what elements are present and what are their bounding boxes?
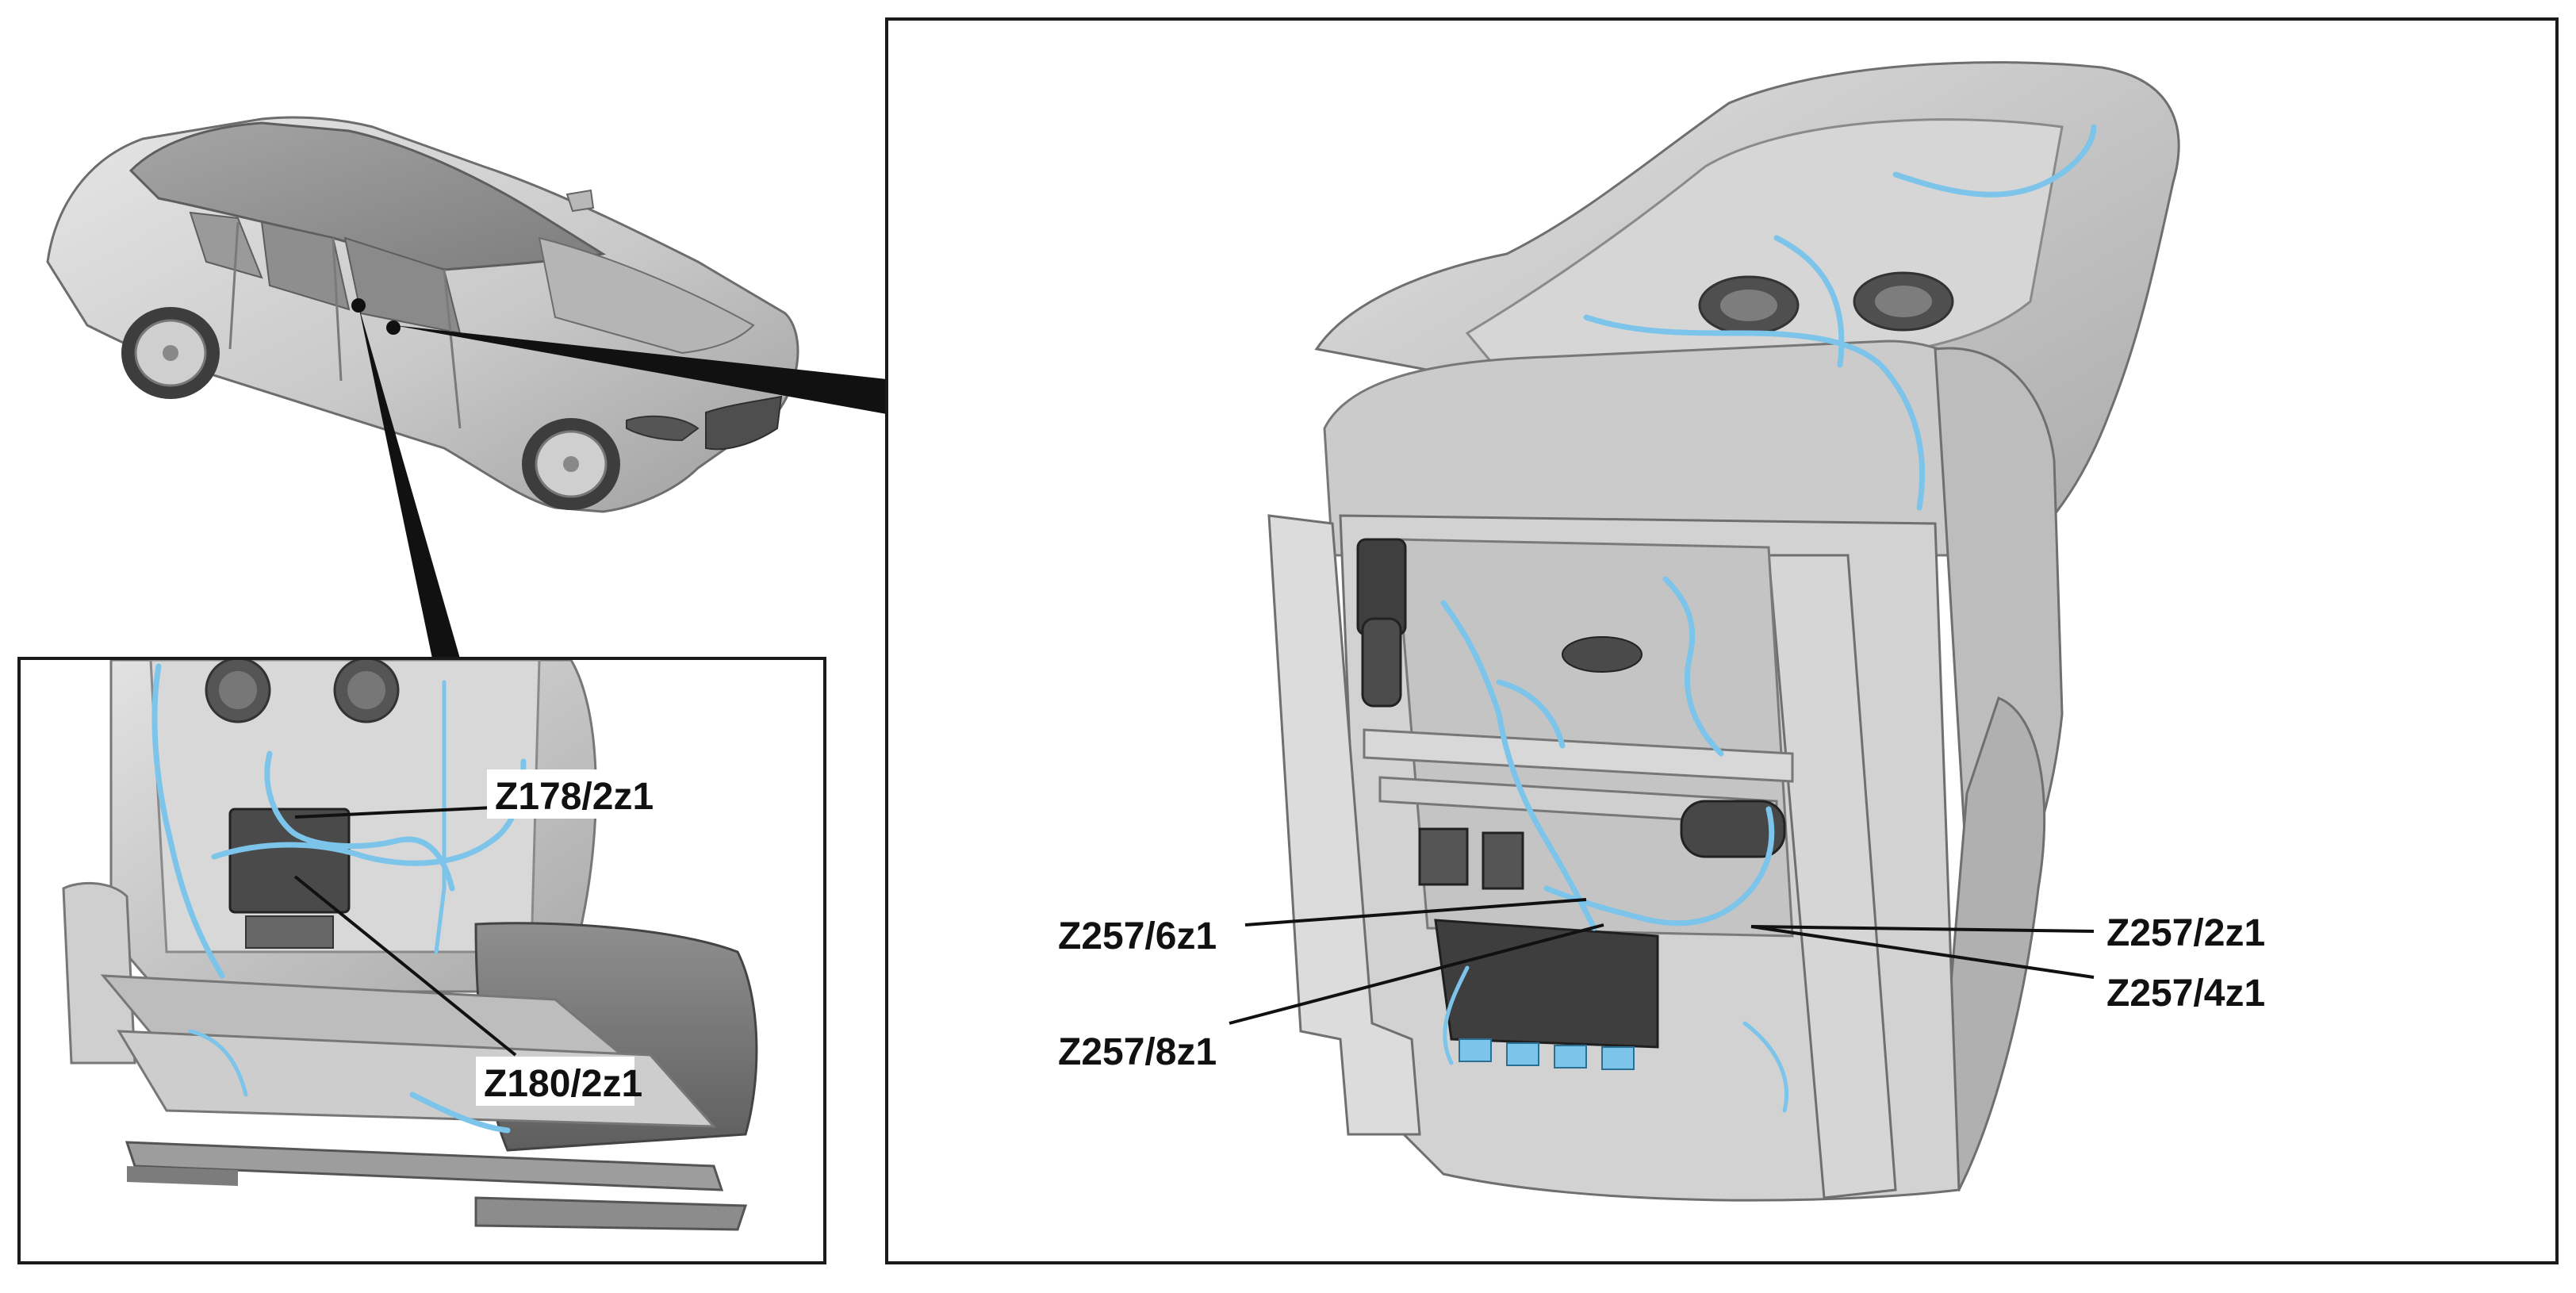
inset-seat-illustration (62, 660, 758, 1231)
vehicle-overview (46, 116, 799, 513)
leader-z257-8 (1229, 923, 1604, 1025)
leader-z257-6 (1244, 898, 1587, 927)
leader-z257-4 (1750, 925, 2095, 979)
pointer-to-inset-view (358, 305, 460, 658)
leader-z180 (293, 875, 517, 1057)
seat-location-dot-2 (386, 320, 401, 335)
leader-z257-2 (1750, 925, 2095, 933)
callout-z180: Z180/2z1 (484, 1063, 642, 1105)
callout-z257-6: Z257/6z1 (1058, 915, 1217, 957)
front-wheel (522, 418, 620, 510)
callout-z178: Z178/2z1 (495, 776, 654, 818)
detail-seat-illustration (1267, 61, 2180, 1202)
pointer-to-large-view (393, 325, 887, 414)
callout-z257-2: Z257/2z1 (2106, 912, 2265, 954)
detail-view-frame (885, 17, 2559, 1264)
callout-z257-8: Z257/8z1 (1058, 1031, 1217, 1073)
inset-view-frame (17, 657, 826, 1264)
leader-z178 (294, 806, 494, 819)
rear-wheel (121, 307, 220, 399)
callout-z257-4: Z257/4z1 (2106, 973, 2265, 1015)
